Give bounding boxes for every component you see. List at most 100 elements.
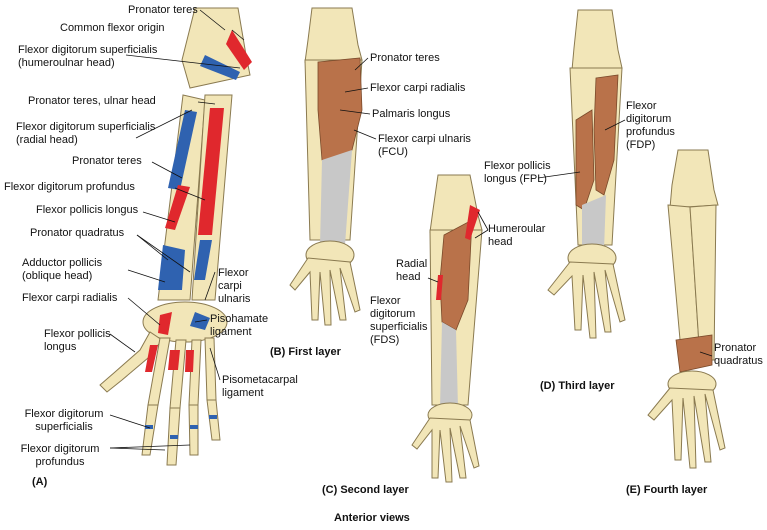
- panel-a-blue-radius-1: [168, 110, 197, 190]
- label-c-humeroulnar-2: head: [488, 236, 513, 248]
- panel-a-finger-4: [188, 404, 199, 456]
- label-e-pq-1: Pronator: [714, 342, 757, 354]
- panel-d-leader-lines: [537, 119, 626, 179]
- caption-e: (E) Fourth layer: [626, 484, 708, 496]
- label-a-fpl-2a: Flexor pollicis: [44, 328, 111, 340]
- panel-a-leader-lines: [109, 9, 245, 451]
- label-e-pq-2: quadratus: [714, 355, 763, 367]
- panel-b-hand: [289, 257, 361, 326]
- panel-b-tendons: [320, 150, 352, 245]
- caption-b: (B) First layer: [270, 346, 341, 358]
- label-a-pisohamate-1: Pisohamate: [210, 313, 269, 325]
- panel-e-hand: [647, 387, 726, 469]
- panel-c-hand: [411, 417, 480, 483]
- panel-a-red-radius-1: [165, 185, 190, 230]
- panel-c-red-radial: [436, 275, 443, 300]
- panel-a-palm-red-1: [145, 345, 158, 372]
- label-c-fds-2: digitorum: [370, 308, 416, 320]
- caption-c: (C) Second layer: [322, 484, 409, 496]
- label-c-fds-3: superficialis: [370, 321, 428, 333]
- panel-e-illustration: [647, 149, 726, 469]
- panel-a-finger-blue-3: [190, 425, 198, 429]
- panel-d-hand: [547, 261, 626, 339]
- caption-d: (D) Third layer: [540, 380, 615, 392]
- panel-a-blue-radius-2: [158, 245, 185, 290]
- label-a-pisometacarpal-2: ligament: [222, 387, 264, 399]
- label-c-fds-1: Flexor: [370, 295, 401, 307]
- label-a-fds-bottom-1: Flexor digitorum: [24, 408, 104, 420]
- panel-a-origin-blue-top: [200, 55, 240, 80]
- label-a-fds-radial-2: (radial head): [16, 134, 78, 146]
- caption-a: (A): [32, 476, 48, 488]
- panel-d-humerus: [571, 9, 623, 71]
- label-c-radial-2: head: [396, 271, 421, 283]
- label-b-fcu-1: Flexor carpi ulnaris: [378, 133, 471, 145]
- panel-a-palm-red-2: [168, 350, 180, 370]
- label-d-fdp-3: profundus: [626, 126, 675, 138]
- panel-d-fpl-muscle: [575, 109, 595, 211]
- label-a-fdp-bottom-2: profundus: [35, 456, 85, 468]
- label-a-fpl-2b: longus: [44, 341, 77, 353]
- label-b-palmaris-longus: Palmaris longus: [372, 108, 451, 120]
- label-b-pronator-teres: Pronator teres: [370, 52, 440, 64]
- label-c-fds-4: (FDS): [370, 334, 400, 346]
- label-a-fds-humeroulnar-2: (humeroulnar head): [18, 57, 115, 69]
- label-d-fdp-4: (FDP): [626, 139, 656, 151]
- label-a-fds-radial-1: Flexor digitorum superficialis: [16, 121, 156, 133]
- label-a-common-flexor-origin: Common flexor origin: [60, 22, 165, 34]
- panel-c-tendons: [440, 322, 458, 408]
- label-d-fpl-1: Flexor pollicis: [484, 160, 551, 172]
- label-a-pisometacarpal-1: Pisometacarpal: [222, 374, 298, 386]
- panel-a-humerus: [181, 7, 251, 89]
- label-a-fcr: Flexor carpi radialis: [22, 292, 118, 304]
- label-d-fpl-2: longus (FPL): [484, 173, 547, 185]
- label-d-fdp-1: Flexor: [626, 100, 657, 112]
- label-c-humeroulnar-1: Humeroular: [488, 223, 546, 235]
- panel-e-humerus: [669, 149, 719, 209]
- panel-c-illustration: [411, 174, 483, 483]
- label-a-fcu-3: ulnaris: [218, 293, 251, 305]
- label-a-pronator-teres-top: Pronator teres: [128, 4, 198, 16]
- label-b-fcu-2: (FCU): [378, 146, 408, 158]
- panel-d-tendons: [582, 195, 606, 250]
- label-c-radial-1: Radial: [396, 258, 428, 270]
- panel-a-metacarpal-4: [188, 339, 202, 406]
- label-a-adductor-pollicis-2: (oblique head): [22, 270, 93, 282]
- panel-a-origin-red-top: [226, 30, 252, 70]
- label-a-fds-humeroulnar-1: Flexor digitorum superficialis: [18, 44, 158, 56]
- label-a-fdp: Flexor digitorum profundus: [4, 181, 135, 193]
- label-a-fcu-1: Flexor: [218, 267, 249, 279]
- panel-a-blue-ulna-1: [194, 240, 212, 280]
- panel-a-finger-2: [141, 404, 159, 456]
- panel-d-illustration: [547, 9, 626, 339]
- label-a-fcu-2: carpi: [218, 280, 242, 292]
- label-a-pronator-teres-ulnar: Pronator teres, ulnar head: [28, 95, 156, 107]
- panel-a-finger-blue-1: [145, 425, 153, 429]
- label-d-fdp-2: digitorum: [626, 113, 672, 125]
- panel-e-ulna: [689, 204, 717, 361]
- panel-a-carpal-red: [158, 312, 172, 335]
- label-a-pisohamate-2: ligament: [210, 326, 252, 338]
- panel-a-finger-5: [206, 399, 221, 441]
- label-a-pronator-teres-mid: Pronator teres: [72, 155, 142, 167]
- panel-c-leader-lines: [427, 211, 489, 283]
- label-a-pronator-quadratus: Pronator quadratus: [30, 227, 125, 239]
- label-b-fcr: Flexor carpi radialis: [370, 82, 466, 94]
- panel-e-pronator-quadratus: [675, 334, 713, 373]
- panel-e-leader-lines: [699, 351, 713, 357]
- panel-b-illustration: [289, 7, 363, 326]
- panel-a-finger-blue-2: [170, 435, 178, 439]
- panel-b-leader-lines: [339, 57, 377, 140]
- panel-a-metacarpal-5: [204, 337, 217, 401]
- label-a-fpl: Flexor pollicis longus: [36, 204, 139, 216]
- label-a-fdp-bottom-1: Flexor digitorum: [20, 443, 100, 455]
- panel-b-humerus: [304, 7, 363, 63]
- panel-a-palm-red-3: [185, 350, 194, 372]
- panel-a-finger-blue-4: [209, 415, 217, 419]
- panel-a-red-ulna-1: [198, 108, 224, 235]
- panel-a-illustration: [99, 7, 252, 466]
- label-a-adductor-pollicis-1: Adductor pollicis: [22, 257, 103, 269]
- label-a-fds-bottom-2: superficialis: [35, 421, 93, 433]
- panel-d-fdp-muscle: [593, 74, 619, 196]
